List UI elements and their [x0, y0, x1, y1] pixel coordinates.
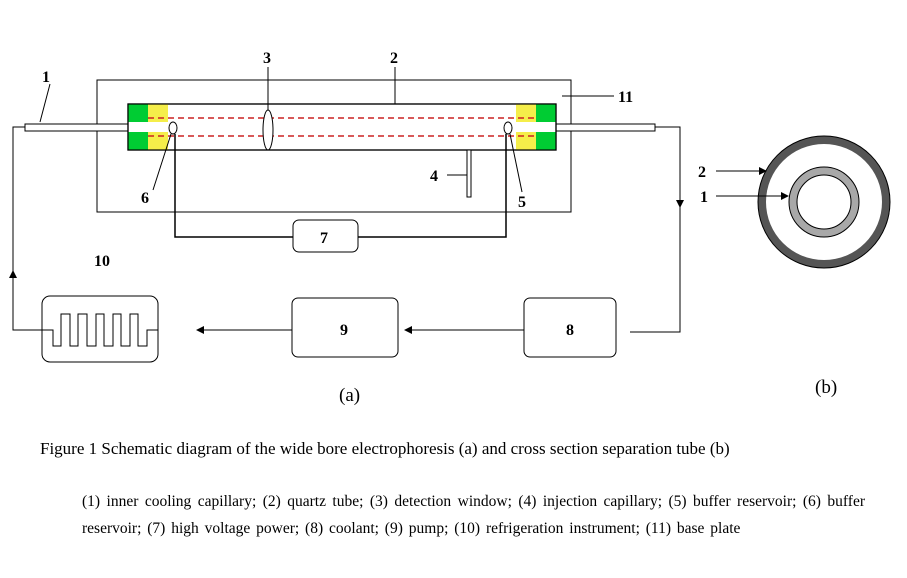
- right-buffer-green-top: [536, 104, 556, 122]
- refrigeration-instrument-box: [41, 295, 159, 363]
- label-11: 11: [618, 89, 633, 106]
- left-buffer-yellow-top: [148, 104, 168, 122]
- right-buffer-yellow-bottom: [516, 132, 536, 150]
- label-b-1: 1: [700, 189, 708, 206]
- hv-wire: [174, 134, 293, 238]
- refrigeration-coil: [42, 313, 158, 347]
- label-5: 5: [518, 194, 526, 211]
- coolant-line-right: [630, 126, 681, 333]
- injection-capillary: [466, 149, 472, 198]
- coolant-return-line: [12, 126, 42, 331]
- high-voltage-power-box: [292, 219, 359, 253]
- label-6: 6: [141, 190, 149, 207]
- base-plate: [96, 79, 572, 213]
- panel-label-b: (b): [815, 377, 837, 398]
- figure-legend: (1) inner cooling capillary; (2) quartz …: [82, 493, 865, 537]
- buffer-reservoir-6-electrode: [168, 121, 178, 135]
- label-b-2: 2: [698, 164, 706, 181]
- left-buffer-green-top: [128, 104, 148, 122]
- buffer-reservoir-5-electrode: [503, 121, 513, 135]
- right-buffer-yellow-top: [516, 104, 536, 122]
- label-7: 7: [320, 230, 328, 247]
- label-10: 10: [94, 253, 110, 270]
- label-2: 2: [390, 50, 398, 67]
- electrophoresis-diagram: 1 3 2 11 4 6 5 7 10 9 8 2 1 (a) (b): [9, 50, 891, 406]
- left-buffer-green-bottom: [128, 132, 148, 150]
- figure-caption: Figure 1 Schematic diagram of the wide b…: [40, 439, 730, 458]
- label-1: 1: [42, 69, 50, 86]
- panel-label-a: (a): [339, 385, 360, 406]
- detection-window: [262, 109, 274, 151]
- label-9: 9: [340, 322, 348, 339]
- label-8: 8: [566, 322, 574, 339]
- left-buffer-yellow-bottom: [148, 132, 168, 150]
- quartz-tube: [127, 103, 557, 151]
- label-3: 3: [263, 50, 271, 67]
- label-4: 4: [430, 168, 438, 185]
- pump-box: [291, 297, 399, 358]
- right-buffer-green-bottom: [536, 132, 556, 150]
- coolant-box: [523, 297, 617, 358]
